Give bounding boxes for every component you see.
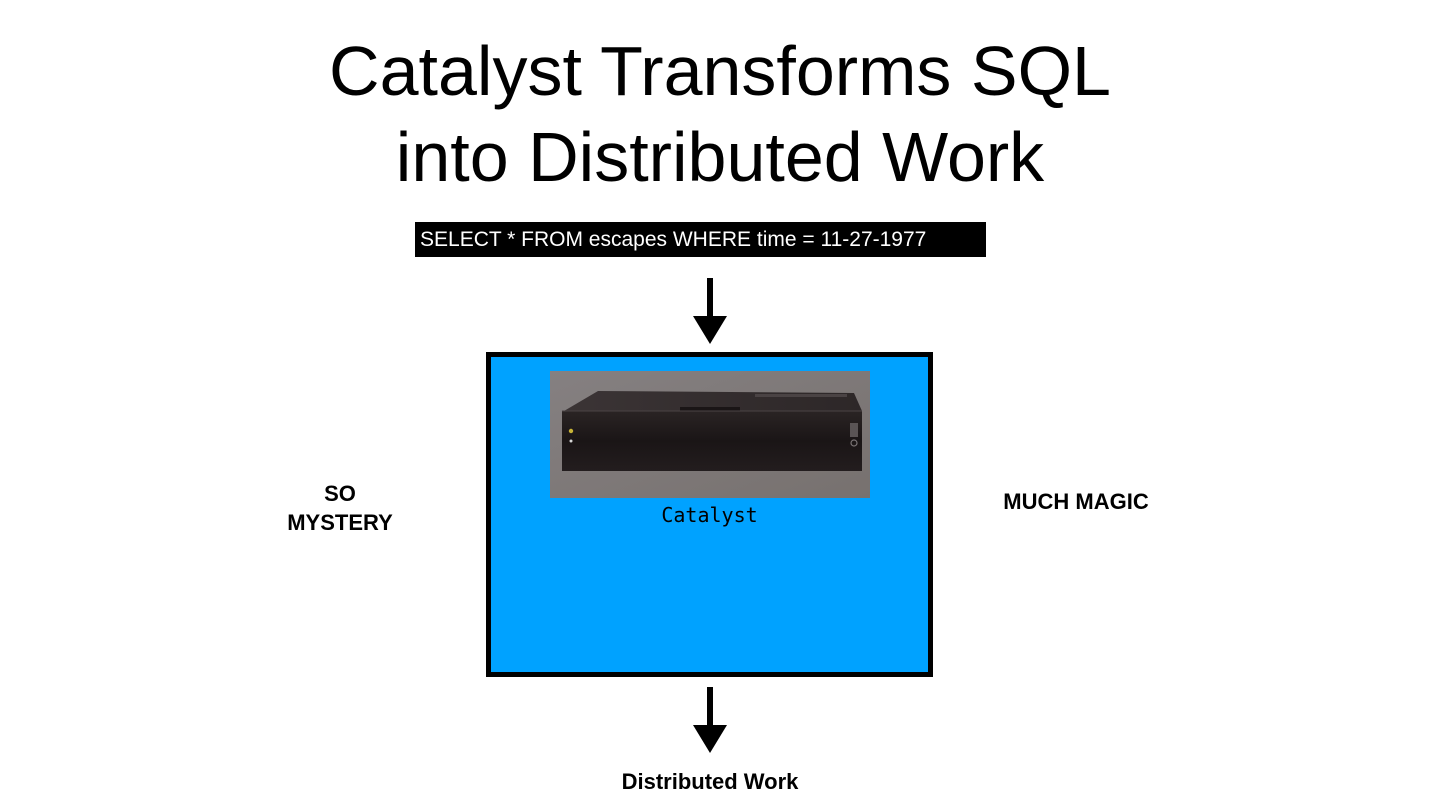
sql-query-box: SELECT * FROM escapes WHERE time = 11-27…: [415, 222, 986, 257]
arrow-head: [693, 316, 727, 344]
slide-title: Catalyst Transforms SQL into Distributed…: [0, 28, 1440, 200]
down-arrow-icon: [693, 687, 727, 753]
left-label-line-1: SO: [324, 481, 356, 506]
catalyst-box: Catalyst: [486, 352, 933, 677]
much-magic-label: MUCH MAGIC: [1003, 489, 1149, 514]
arrow-shaft: [707, 278, 713, 318]
so-mystery-label: SO MYSTERY: [270, 479, 410, 537]
arrow-shaft: [707, 687, 713, 727]
catalyst-image-label: Catalyst: [661, 503, 758, 527]
left-label-line-2: MYSTERY: [287, 510, 393, 535]
server-chassis-icon: [550, 371, 870, 498]
down-arrow-icon: [693, 278, 727, 344]
title-line-1: Catalyst Transforms SQL: [329, 32, 1111, 110]
arrow-head: [693, 725, 727, 753]
server-image: [550, 371, 870, 498]
title-line-2: into Distributed Work: [395, 118, 1045, 196]
distributed-work-label: Distributed Work: [621, 769, 799, 794]
